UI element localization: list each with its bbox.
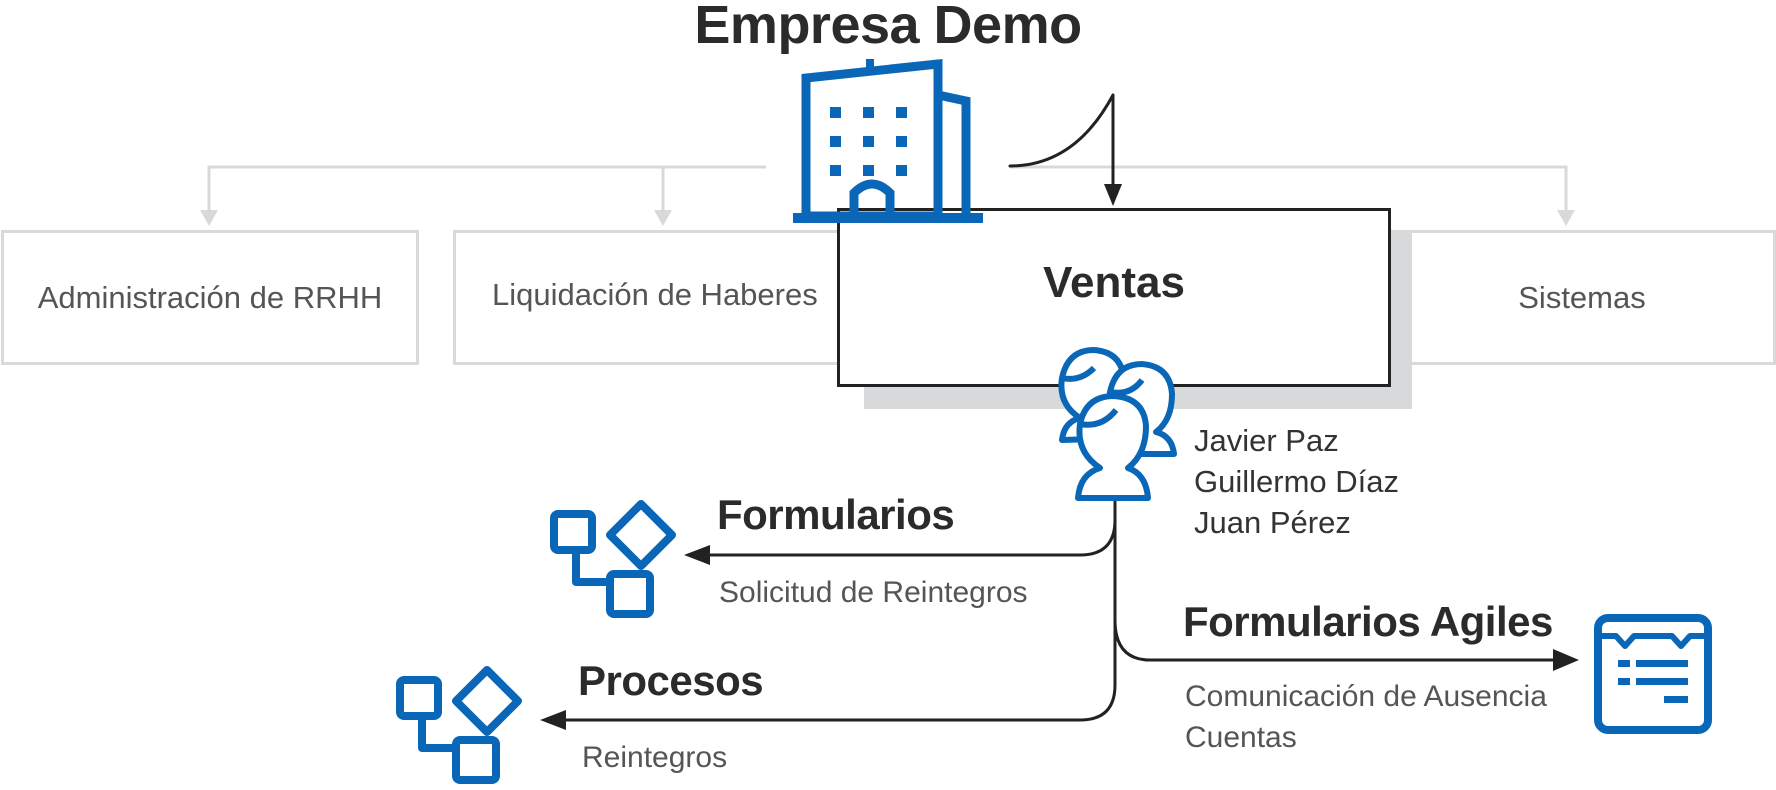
form-icon: [1594, 614, 1712, 734]
workflow-icon: [396, 666, 522, 784]
department-box-systems[interactable]: Sistemas: [1388, 230, 1776, 365]
processes-item[interactable]: Reintegros: [582, 741, 728, 774]
forms-item[interactable]: Solicitud de Reintegros: [719, 576, 1028, 609]
department-box-payroll[interactable]: Liquidación de Haberes: [453, 230, 873, 365]
agile-forms-item[interactable]: Cuentas: [1185, 721, 1297, 754]
team-icon: [1058, 347, 1177, 501]
agile-forms-title[interactable]: Formularios Agiles: [1183, 598, 1553, 645]
team-member-list: Javier Paz Guillermo Díaz Juan Pérez: [1194, 420, 1399, 543]
team-member: Juan Pérez: [1194, 505, 1351, 540]
selected-department-label: Ventas: [1043, 257, 1185, 307]
processes-title[interactable]: Procesos: [578, 657, 764, 704]
building-icon: [793, 58, 983, 223]
forms-title[interactable]: Formularios: [717, 491, 955, 538]
department-label: Sistemas: [1518, 279, 1646, 315]
team-member: Guillermo Díaz: [1194, 464, 1399, 499]
agile-forms-list: Comunicación de Ausencia Cuentas: [1185, 676, 1547, 758]
department-label: Liquidación de Haberes: [492, 276, 818, 312]
department-box-rrhh[interactable]: Administración de RRHH: [1, 230, 419, 365]
department-label: Administración de RRHH: [37, 279, 383, 315]
agile-forms-item[interactable]: Comunicación de Ausencia: [1185, 680, 1547, 713]
team-member: Javier Paz: [1194, 423, 1339, 458]
company-title: Empresa Demo: [694, 0, 1082, 55]
workflow-icon: [550, 500, 676, 618]
